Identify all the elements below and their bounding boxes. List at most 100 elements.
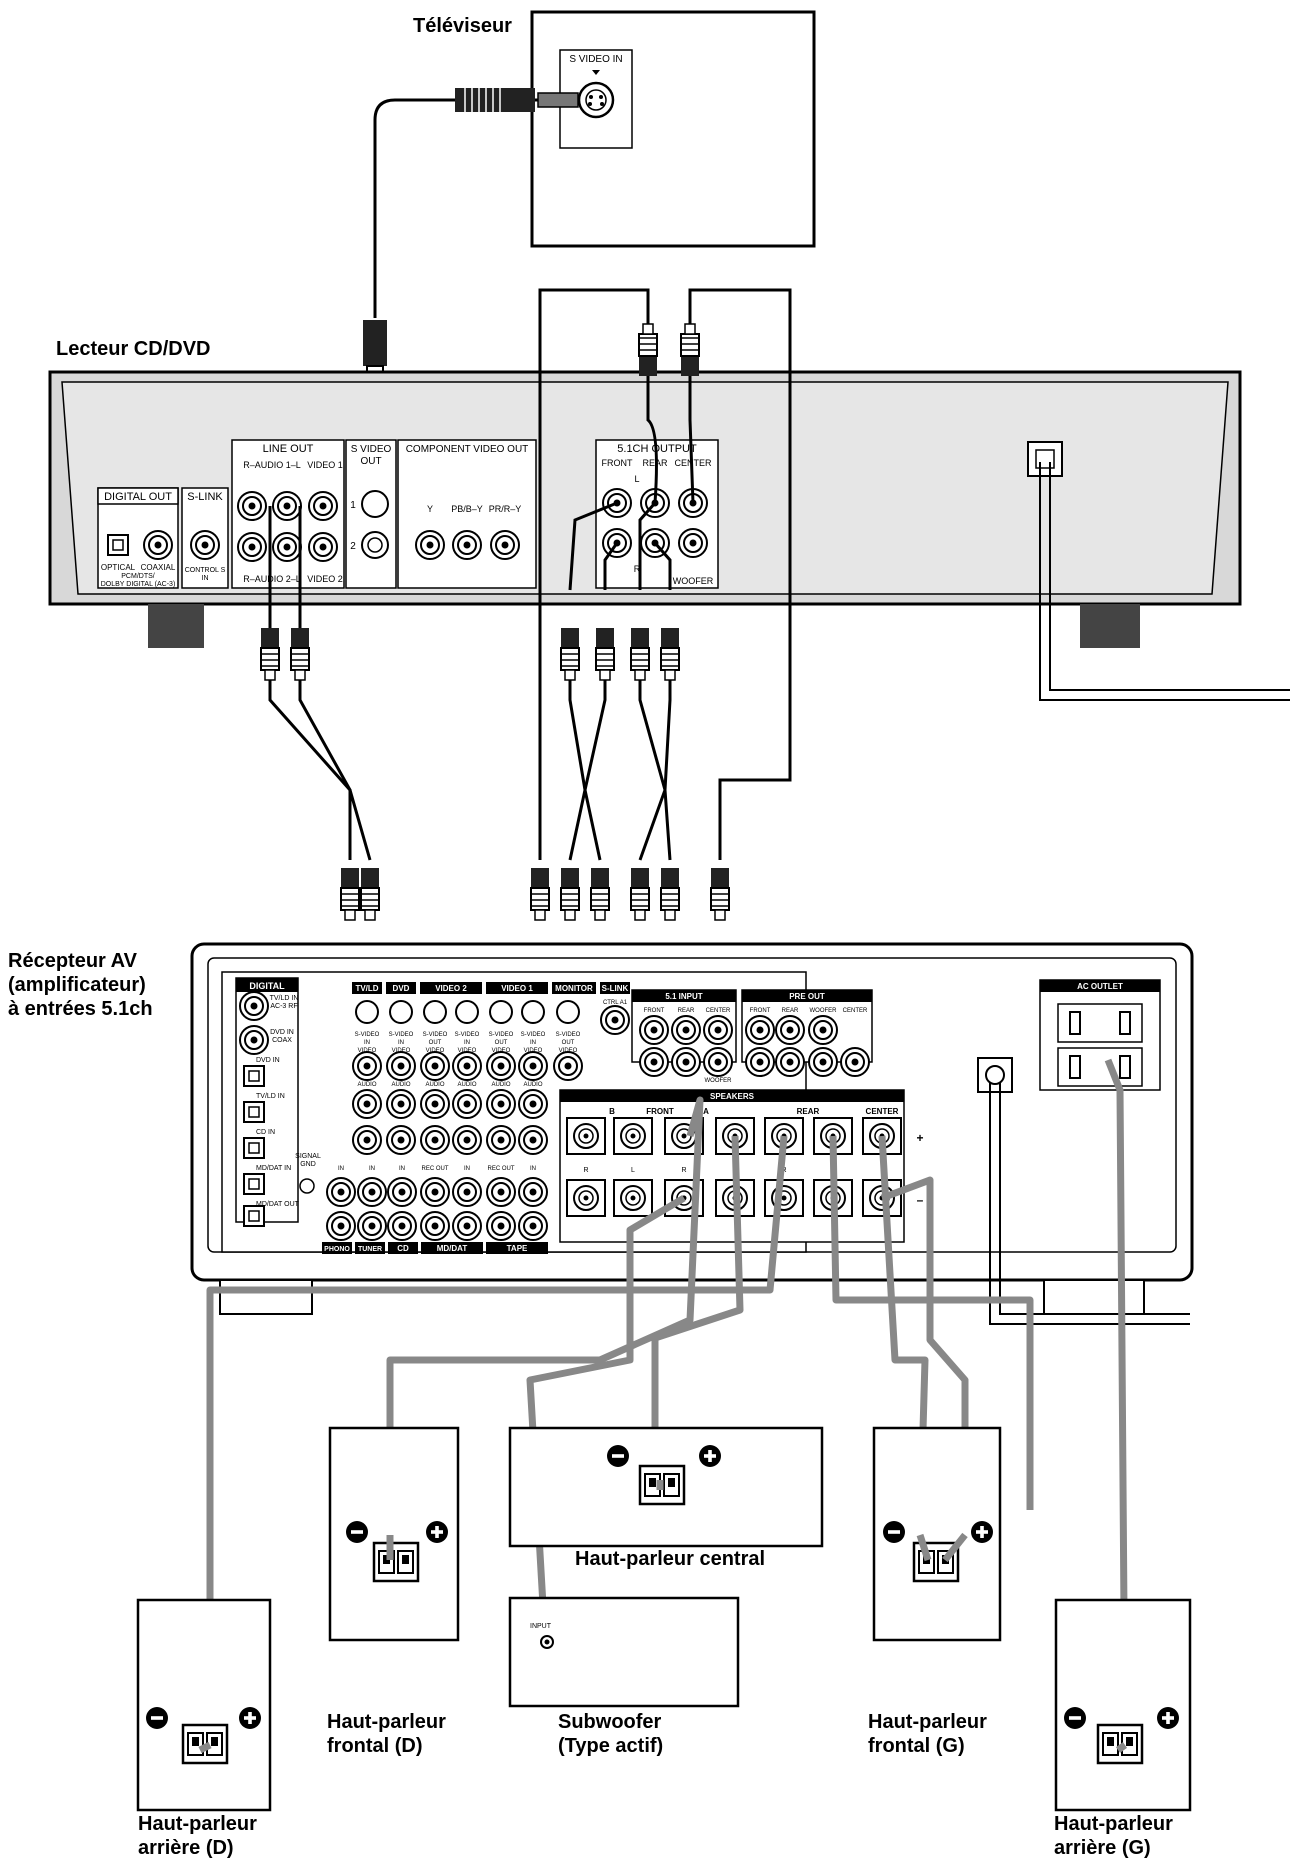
svg-text:MONITOR: MONITOR: [555, 984, 593, 993]
svg-text:GND: GND: [300, 1161, 316, 1168]
svg-text:TV/LD: TV/LD: [355, 984, 378, 993]
front-right-label-1: Haut-parleur: [327, 1711, 446, 1733]
svg-text:CENTER: CENTER: [706, 1008, 731, 1014]
receiver-label-1: Récepteur AV: [8, 950, 137, 972]
svg-text:COAXIAL: COAXIAL: [141, 563, 176, 572]
svg-text:Y: Y: [427, 504, 433, 514]
svg-text:+: +: [916, 1131, 923, 1145]
front-right-label-2: frontal (D): [327, 1735, 423, 1757]
svg-text:FRONT: FRONT: [602, 458, 633, 468]
svg-text:TV/LD IN: TV/LD IN: [256, 1093, 285, 1100]
svg-text:5.1 INPUT: 5.1 INPUT: [665, 992, 702, 1001]
svg-text:S-VIDEO: S-VIDEO: [355, 1032, 380, 1038]
svg-text:CONTROL S: CONTROL S: [185, 567, 226, 574]
svg-text:OUT: OUT: [360, 456, 381, 467]
svg-text:VIDEO: VIDEO: [458, 1048, 477, 1054]
svg-text:COAX: COAX: [272, 1037, 292, 1044]
svg-text:VIDEO 2: VIDEO 2: [435, 984, 467, 993]
svg-text:DVD IN: DVD IN: [270, 1029, 294, 1036]
speaker-rear-left: [1054, 1598, 1192, 1812]
svg-text:CTRL A1: CTRL A1: [603, 1000, 628, 1006]
svg-text:AC OUTLET: AC OUTLET: [1077, 982, 1123, 991]
svg-text:IN: IN: [464, 1166, 470, 1172]
rear-right-label-1: Haut-parleur: [138, 1813, 257, 1835]
front-left-label-2: frontal (G): [868, 1735, 965, 1757]
digital-out-label: DIGITAL OUT: [104, 491, 172, 503]
svg-text:CD IN: CD IN: [256, 1129, 275, 1136]
svg-text:IN: IN: [338, 1166, 344, 1172]
cd-dvd-player: DIGITAL OUT OPTICAL COAXIAL PCM/DTS/ DOL…: [48, 370, 1242, 648]
svg-text:AUDIO: AUDIO: [491, 1082, 510, 1088]
svg-text:SPEAKERS: SPEAKERS: [710, 1092, 755, 1101]
svg-text:OUT: OUT: [429, 1040, 442, 1046]
rear-left-label-1: Haut-parleur: [1054, 1813, 1173, 1835]
svg-text:R: R: [634, 564, 641, 574]
svg-text:S-VIDEO: S-VIDEO: [455, 1032, 480, 1038]
svg-text:MD/DAT: MD/DAT: [437, 1244, 468, 1253]
svg-text:PRE OUT: PRE OUT: [789, 992, 825, 1001]
svg-text:VIDEO 1: VIDEO 1: [307, 460, 343, 470]
svg-text:CENTER: CENTER: [674, 458, 712, 468]
svg-text:VIDEO 1: VIDEO 1: [501, 984, 533, 993]
subwoofer-label-2: (Type actif): [558, 1735, 664, 1757]
svg-text:DIGITAL: DIGITAL: [249, 981, 285, 991]
svg-text:AUDIO: AUDIO: [523, 1082, 542, 1088]
svg-text:SIGNAL: SIGNAL: [295, 1153, 321, 1160]
svg-text:AUDIO: AUDIO: [391, 1082, 410, 1088]
svg-text:S-LINK: S-LINK: [602, 984, 629, 993]
svg-text:R: R: [583, 1167, 588, 1174]
svg-text:REC OUT: REC OUT: [488, 1166, 515, 1172]
svg-text:A: A: [703, 1107, 709, 1116]
svg-text:R–AUDIO 2–L: R–AUDIO 2–L: [243, 574, 301, 584]
receiver-label-2: (amplificateur): [8, 974, 146, 996]
svg-text:AUDIO: AUDIO: [425, 1082, 444, 1088]
svg-text:FRONT: FRONT: [644, 1008, 665, 1014]
svg-text:L: L: [634, 474, 639, 484]
receiver-label-3: à entrées 5.1ch: [8, 998, 153, 1020]
svg-text:INPUT: INPUT: [530, 1623, 552, 1630]
tv-label: Téléviseur: [413, 15, 512, 37]
svg-text:2: 2: [350, 541, 356, 552]
center-speaker-label: Haut-parleur central: [575, 1548, 766, 1570]
subwoofer: INPUT: [508, 1596, 740, 1708]
svg-text:VIDEO: VIDEO: [392, 1048, 411, 1054]
rear-right-label-2: arrière (D): [138, 1837, 234, 1859]
svg-text:PR/R–Y: PR/R–Y: [489, 504, 522, 514]
svg-text:B: B: [609, 1107, 615, 1116]
front-left-label-1: Haut-parleur: [868, 1711, 987, 1733]
svg-text:REAR: REAR: [797, 1107, 820, 1116]
svg-text:S-LINK: S-LINK: [187, 491, 223, 503]
svg-text:OPTICAL: OPTICAL: [101, 563, 136, 572]
svg-text:VIDEO 2: VIDEO 2: [307, 574, 343, 584]
svg-text:VIDEO: VIDEO: [524, 1048, 543, 1054]
svg-text:COMPONENT VIDEO OUT: COMPONENT VIDEO OUT: [406, 444, 529, 455]
svg-text:TV/LD IN: TV/LD IN: [270, 995, 299, 1002]
svg-text:VIDEO: VIDEO: [358, 1048, 377, 1054]
svg-text:IN: IN: [364, 1040, 370, 1046]
svg-text:REC OUT: REC OUT: [422, 1166, 449, 1172]
svg-text:CD: CD: [397, 1244, 409, 1253]
svg-text:MD/DAT IN: MD/DAT IN: [256, 1165, 291, 1172]
svg-text:REAR: REAR: [678, 1008, 695, 1014]
svg-text:IN: IN: [464, 1040, 470, 1046]
svg-text:IN: IN: [399, 1166, 405, 1172]
svg-text:AC-3 RF: AC-3 RF: [270, 1003, 297, 1010]
svg-text:DVD: DVD: [393, 984, 410, 993]
speaker-front-left: [872, 1426, 1002, 1642]
svg-text:R: R: [681, 1167, 686, 1174]
rear-left-label-2: arrière (G): [1054, 1837, 1151, 1859]
svg-text:CENTER: CENTER: [843, 1008, 868, 1014]
svg-text:S-VIDEO: S-VIDEO: [521, 1032, 546, 1038]
svg-text:S-VIDEO: S-VIDEO: [489, 1032, 514, 1038]
svg-text:PHONO: PHONO: [324, 1246, 350, 1253]
player-label: Lecteur CD/DVD: [56, 338, 211, 360]
svg-text:S-VIDEO: S-VIDEO: [556, 1032, 581, 1038]
svg-text:S VIDEO: S VIDEO: [351, 444, 392, 455]
svg-text:AUDIO: AUDIO: [357, 1082, 376, 1088]
svg-text:DVD IN: DVD IN: [256, 1057, 280, 1064]
svg-text:IN: IN: [369, 1166, 375, 1172]
svg-text:IN: IN: [530, 1166, 536, 1172]
svg-text:DOLBY DIGITAL (AC-3): DOLBY DIGITAL (AC-3): [101, 581, 176, 588]
svg-text:MD/DAT OUT: MD/DAT OUT: [256, 1201, 300, 1208]
av-receiver: DIGITAL TV/LD IN AC-3 RF DVD IN COAX DVD…: [190, 942, 1194, 1315]
